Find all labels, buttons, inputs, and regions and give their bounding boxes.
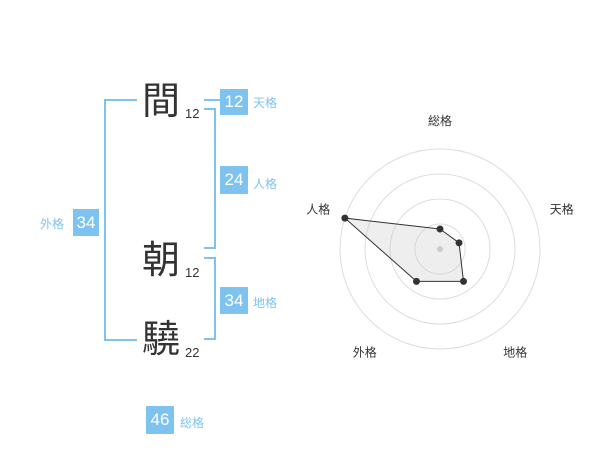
tenkaku-connector	[204, 99, 220, 101]
chikaku-badge: 34	[220, 287, 248, 314]
jinkaku-label: 人格	[253, 177, 278, 191]
stroke-count-1: 12	[185, 106, 200, 121]
radar-ring-1	[414, 223, 466, 275]
radar-axis-label-3: 地格	[503, 345, 527, 360]
soukaku-label: 総格	[180, 416, 205, 430]
radar-axis-label-2: 天格	[550, 201, 574, 216]
radar-ring-3	[364, 173, 516, 325]
chikaku-label: 地格	[253, 296, 278, 310]
radar-axis-label-5: 人格	[306, 201, 330, 216]
gaikaku-bracket	[104, 99, 137, 341]
name-char-2: 朝	[142, 238, 181, 282]
radar-point-4	[412, 277, 420, 285]
jinkaku-badge: 24	[220, 166, 248, 194]
radar-point-1	[436, 225, 444, 233]
radar-series-polygon	[343, 217, 465, 282]
name-char-1: 間	[142, 79, 181, 123]
soukaku-badge: 46	[146, 406, 174, 434]
radar-point-2	[455, 239, 463, 247]
name-char-3: 驍	[142, 317, 181, 361]
radar-point-5	[341, 214, 349, 222]
tenkaku-badge: 12	[220, 89, 248, 115]
stroke-count-3: 22	[185, 345, 200, 360]
chikaku-bracket	[204, 257, 216, 340]
gaikaku-label: 外格	[40, 217, 65, 231]
jinkaku-bracket	[204, 108, 216, 249]
radar-axis-label-1: 総格	[428, 113, 452, 128]
stroke-count-2: 12	[185, 265, 200, 280]
radar-ring-2	[389, 198, 491, 300]
radar-center-point	[437, 246, 443, 252]
radar-point-3	[460, 277, 468, 285]
gaikaku-badge: 34	[73, 209, 99, 236]
radar-ring-4	[339, 148, 541, 350]
tenkaku-label: 天格	[253, 96, 278, 110]
radar-axis-label-4: 外格	[353, 345, 377, 360]
